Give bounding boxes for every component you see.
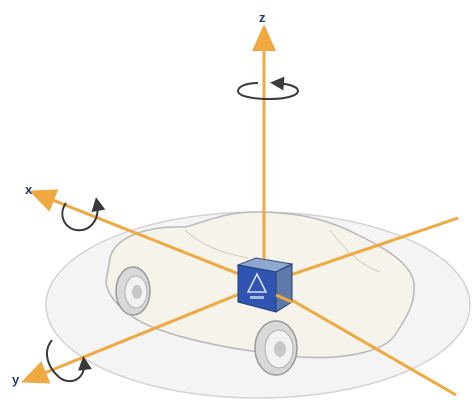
sensor-box-icon <box>236 257 294 313</box>
y-axis-front <box>20 282 265 384</box>
x-axis-front <box>263 282 457 397</box>
y-axis-back <box>263 216 459 286</box>
rotation-arrow-icon-y <box>45 339 92 383</box>
x-axis-stub <box>275 293 293 304</box>
car-wheel-rear <box>115 266 151 316</box>
rotation-arrow-icon-z <box>236 76 300 101</box>
x-axis-label: x <box>25 182 33 197</box>
car-wheel-front <box>254 320 298 376</box>
z-axis-label: z <box>259 10 266 25</box>
y-axis-label: y <box>12 372 20 387</box>
x-axis-back <box>28 189 265 286</box>
rotation-arrow-icon-x <box>61 197 106 232</box>
